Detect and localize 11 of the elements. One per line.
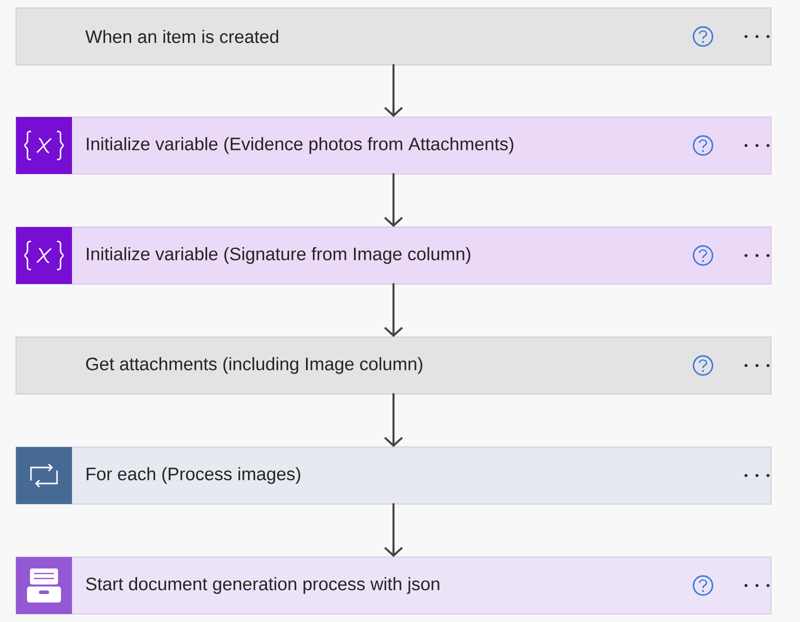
arrow bbox=[384, 283, 403, 338]
arrow bbox=[384, 503, 403, 557]
action-label: Initialize variable (Evidence photos from Attachments) bbox=[86, 137, 514, 154]
action-label: Initialize variable (Signature from Image column) bbox=[86, 247, 470, 264]
action-label: Get attachments (including Image column) bbox=[86, 357, 422, 374]
action-label: When an item is created bbox=[85, 30, 278, 44]
arrow bbox=[384, 393, 403, 447]
action-label: For each (Process images) bbox=[86, 467, 300, 484]
arrow bbox=[384, 173, 403, 227]
action-label: Start document generation process with json bbox=[86, 577, 440, 594]
arrow bbox=[384, 64, 403, 117]
